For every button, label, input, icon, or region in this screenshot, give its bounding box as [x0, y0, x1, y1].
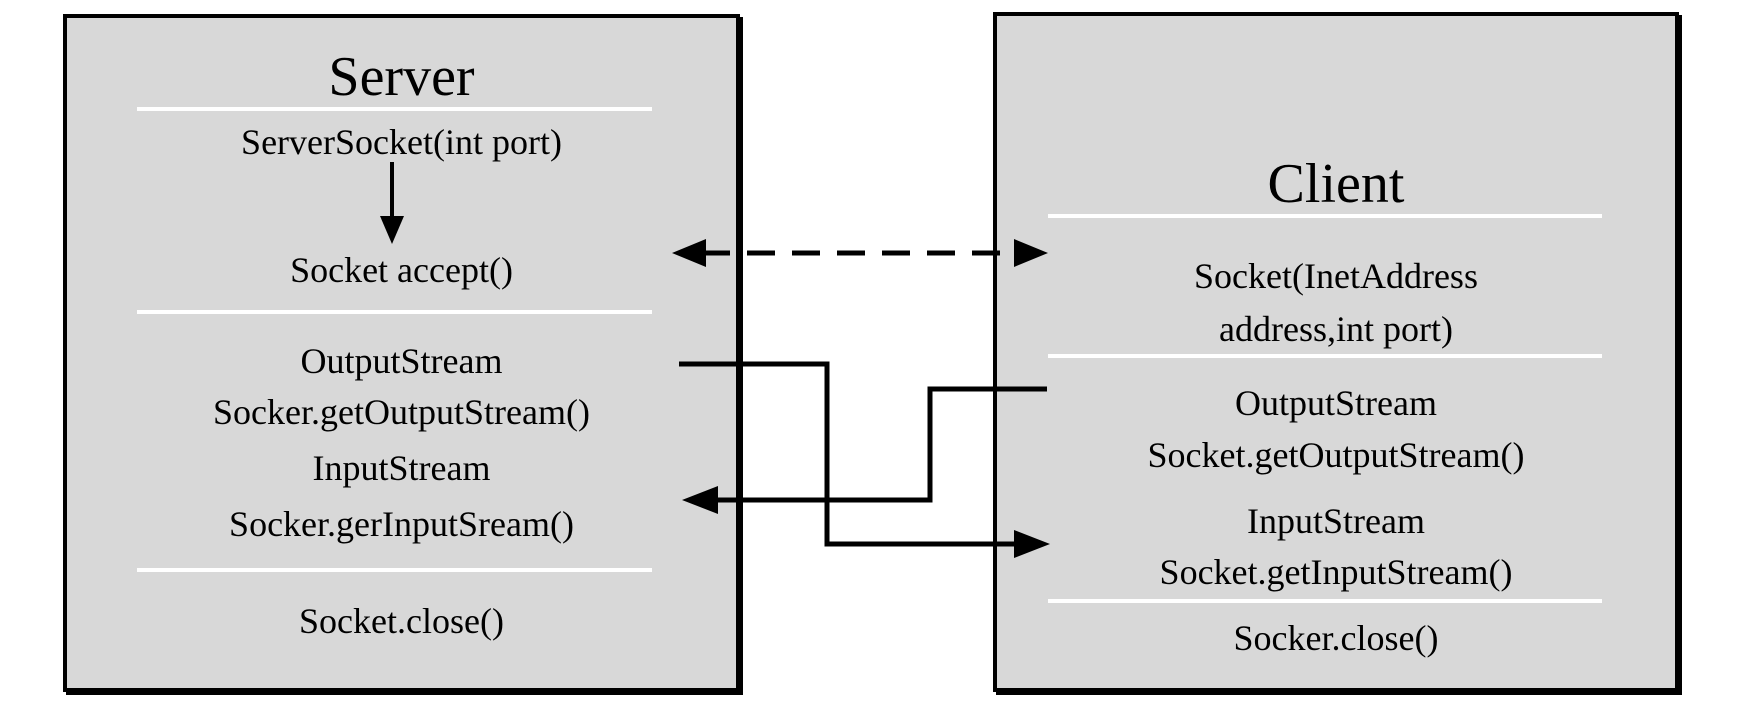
client-inputstream-label: InputStream [1247, 501, 1425, 541]
client-box: Client Socket(InetAddress address,int po… [993, 12, 1679, 692]
separator-line [137, 107, 652, 111]
server-constructor-label: ServerSocket(int port) [241, 122, 562, 162]
server-box: Server ServerSocket(int port) Socket acc… [63, 14, 740, 692]
client-close-label: Socker.close() [1233, 618, 1439, 658]
separator-line [137, 568, 652, 572]
client-constructor-line2: address,int port) [1219, 309, 1453, 349]
server-inputstream-label: InputStream [312, 448, 491, 488]
separator-line [1048, 214, 1602, 218]
client-outputstream-label: OutputStream [1235, 383, 1437, 423]
server-getoutputstream-label: Socker.getOutputStream() [213, 392, 590, 432]
client-constructor-line1: Socket(InetAddress [1194, 256, 1478, 296]
client-title: Client [1267, 153, 1405, 215]
server-accept-label: Socket accept() [290, 250, 513, 290]
server-close-label: Socket.close() [299, 601, 504, 641]
server-title: Server [328, 46, 475, 108]
separator-line [1048, 599, 1602, 603]
separator-line [137, 310, 652, 314]
client-getinputstream-label: Socket.getInputStream() [1159, 552, 1513, 592]
server-outputstream-label: OutputStream [300, 341, 503, 381]
client-getoutputstream-label: Socket.getOutputStream() [1147, 435, 1525, 475]
server-getinputstream-label: Socker.gerInputSream() [229, 504, 574, 544]
separator-line [1048, 354, 1602, 358]
